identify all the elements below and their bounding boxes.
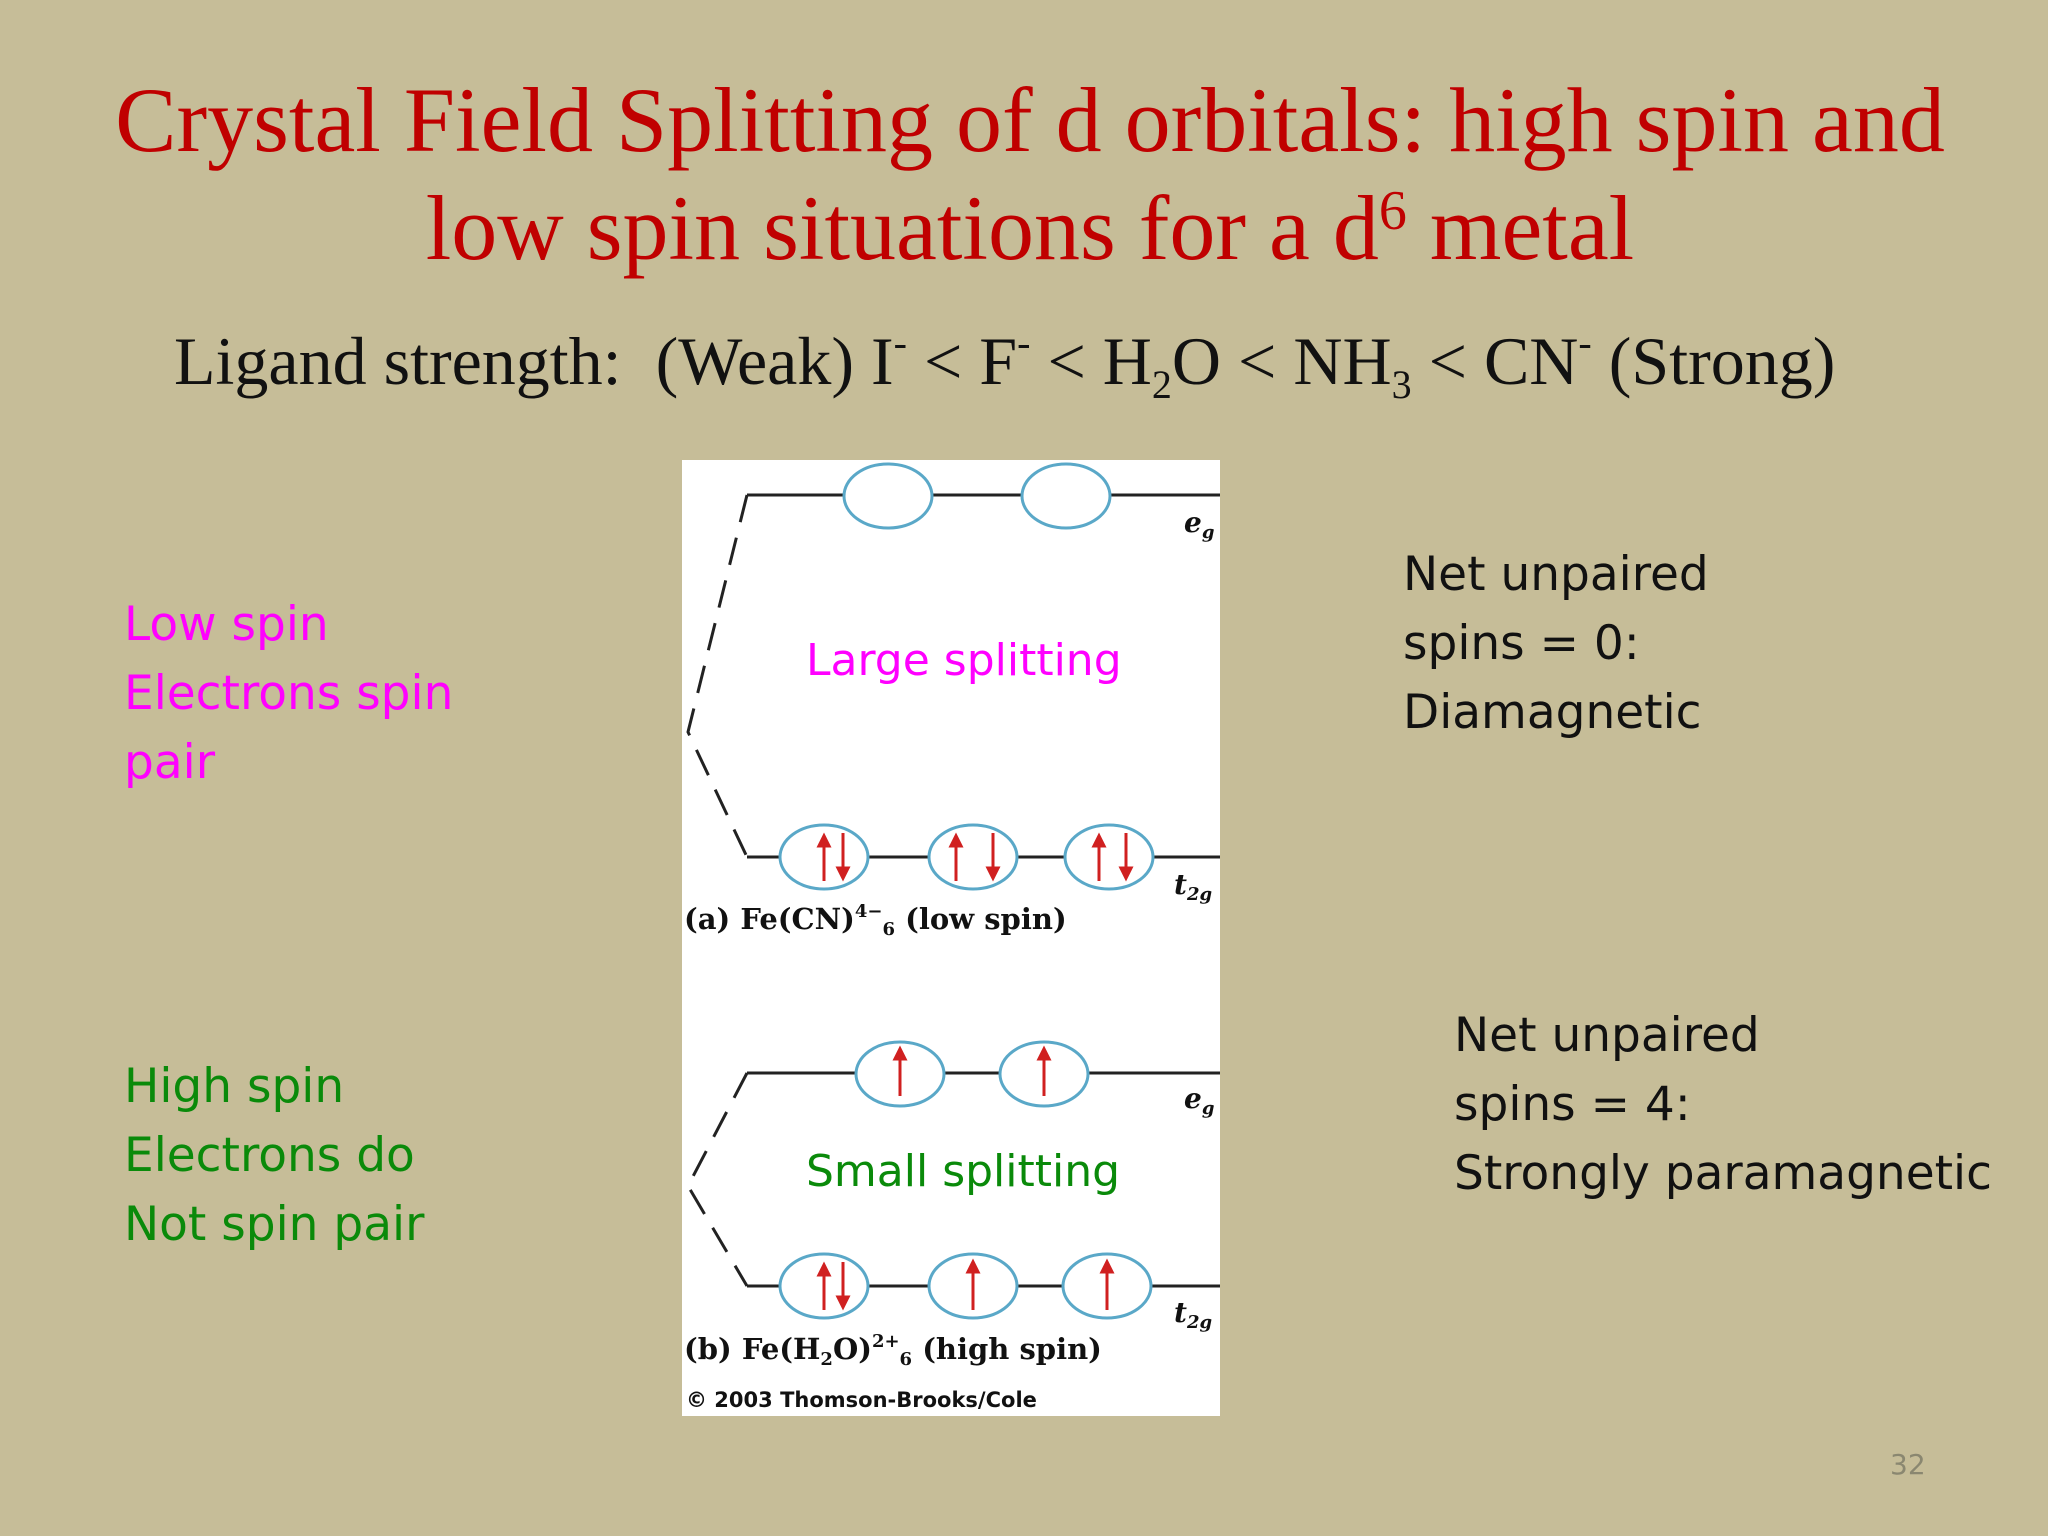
low-spin-label-line: Low spin: [124, 597, 329, 652]
panel-a-caption-subscript: 6: [882, 919, 895, 940]
large-splitting-label: Large splitting: [806, 635, 1122, 686]
fluoride-charge: -: [1017, 320, 1031, 365]
title-superscript: 6: [1378, 180, 1407, 242]
ammonia-subscript: 3: [1391, 362, 1412, 407]
cyanide-charge: -: [1578, 320, 1592, 365]
high-spin-label-line: Not spin pair: [124, 1197, 425, 1252]
title-line-2-text: low spin situations for a d: [425, 177, 1379, 279]
panel-b-caption-suffix: (high spin): [922, 1332, 1102, 1366]
t2g-label-a-sub: 2g: [1186, 884, 1213, 905]
low-spin-result: Net unpaired spins = 0: Diamagnetic: [1403, 540, 1709, 747]
splitting-diagram-svg: [686, 462, 1220, 1320]
ligand-strong: (Strong): [1591, 323, 1836, 399]
low-spin-result-line: Diamagnetic: [1403, 685, 1702, 740]
title-line-2-end: metal: [1406, 177, 1635, 279]
title-line-2: low spin situations for a d6 metal: [60, 174, 2000, 282]
panel-b-diagram: [686, 1040, 1220, 1320]
eg-label-b-sub: g: [1201, 1098, 1215, 1119]
ligand-water: < H: [1030, 323, 1152, 399]
high-spin-result-line: Net unpaired: [1454, 1008, 1760, 1063]
panel-a-caption: (a) Fe(CN)4−6 (low spin): [684, 901, 1067, 939]
high-spin-result-line: spins = 4:: [1454, 1077, 1691, 1132]
eg-orbital-a-2: [1020, 462, 1112, 530]
low-spin-label: Low spin Electrons spin pair: [124, 590, 453, 797]
t2g-orbital-a-2: [927, 823, 1019, 891]
eg-label-a-sub: g: [1201, 522, 1215, 543]
splitting-diagram-figure: eg t2g Large splitting (a) Fe(CN)4−6 (lo…: [682, 460, 1220, 1416]
slide-title: Crystal Field Splitting of d orbitals: h…: [60, 66, 2000, 282]
t2g-label-a: t2g: [1174, 868, 1212, 904]
low-spin-result-line: Net unpaired: [1403, 547, 1709, 602]
ligand-series-label: Ligand strength:: [174, 323, 622, 399]
t2g-label-a-text: t: [1174, 868, 1187, 901]
panel-a-caption-formula: Fe(CN): [740, 902, 855, 936]
high-spin-label-line: Electrons do: [124, 1128, 415, 1183]
low-spin-label-line: Electrons spin: [124, 666, 454, 721]
panel-a-diagram: [686, 462, 1220, 891]
t2g-label-b-text: t: [1174, 1296, 1187, 1329]
eg-label-a-text: e: [1184, 506, 1202, 539]
panel-b-caption: (b) Fe(H2O)2+6 (high spin): [684, 1331, 1102, 1369]
small-splitting-label: Small splitting: [806, 1146, 1121, 1197]
panel-a-caption-charge: 4−: [854, 901, 883, 922]
ligand-cyanide: < CN: [1411, 323, 1579, 399]
ligand-strength-series: Ligand strength: (Weak) I- < F- < H2O < …: [174, 320, 1836, 405]
ligand-ammonia: O < NH: [1171, 323, 1392, 399]
iodide-charge: -: [893, 320, 907, 365]
panel-b-caption-h-subscript: 2: [820, 1349, 833, 1370]
t2g-label-b-sub: 2g: [1186, 1312, 1213, 1333]
eg-label-b-text: e: [1184, 1082, 1202, 1115]
panel-b-caption-formula-b: O): [832, 1332, 872, 1366]
ligand-weak: (Weak) I: [655, 323, 894, 399]
eg-label-b: eg: [1184, 1082, 1214, 1118]
splitting-dashed-line-a: [686, 494, 749, 858]
panel-b-caption-charge: 2+: [871, 1331, 900, 1352]
high-spin-result: Net unpaired spins = 4: Strongly paramag…: [1454, 1001, 1992, 1208]
high-spin-label-line: High spin: [124, 1059, 345, 1114]
high-spin-label: High spin Electrons do Not spin pair: [124, 1052, 424, 1259]
figure-copyright: © 2003 Thomson-Brooks/Cole: [686, 1388, 1037, 1412]
panel-a-caption-suffix: (low spin): [905, 902, 1067, 936]
low-spin-result-line: spins = 0:: [1403, 616, 1640, 671]
t2g-orbital-a-3: [1063, 823, 1155, 891]
panel-b-caption-prefix: (b): [684, 1332, 732, 1366]
low-spin-label-line: pair: [124, 735, 216, 790]
high-spin-result-line: Strongly paramagnetic: [1454, 1146, 1992, 1201]
splitting-dashed-line-b: [686, 1072, 749, 1287]
eg-label-a: eg: [1184, 506, 1214, 542]
panel-a-caption-prefix: (a): [684, 902, 731, 936]
title-line-1: Crystal Field Splitting of d orbitals: h…: [115, 69, 1945, 171]
slide-page-number: 32: [1890, 1448, 1926, 1481]
panel-b-caption-subscript: 6: [899, 1349, 913, 1370]
t2g-label-b: t2g: [1174, 1296, 1212, 1332]
panel-b-caption-formula-a: Fe(H: [741, 1332, 821, 1366]
eg-orbital-a-1: [842, 462, 934, 530]
water-subscript: 2: [1151, 362, 1172, 407]
ligand-fluoride: < F: [906, 323, 1018, 399]
